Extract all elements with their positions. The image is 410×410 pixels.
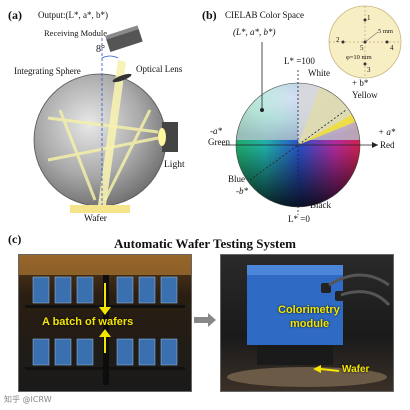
- a-plus-label: + a*: [378, 127, 396, 137]
- lab-coords: (L*, a*, b*): [233, 27, 276, 37]
- inset-point-4: 4: [390, 44, 394, 52]
- inset-phi: φ=10 mm: [346, 54, 372, 61]
- inset-point-5: 5: [360, 44, 364, 52]
- receiving-module-label: Receiving Module: [44, 28, 108, 38]
- panel-a-label: (a): [8, 8, 22, 22]
- angle-label: 8°: [96, 44, 105, 55]
- inset-point-1: 1: [367, 14, 371, 22]
- right-arrow-icon: [194, 313, 216, 327]
- cielab-title: CIELAB Color Space: [225, 10, 304, 20]
- b-plus-label: + b*: [352, 78, 369, 88]
- colorimetry-label-1: Colorimetry: [278, 304, 340, 316]
- integrating-sphere-diagram: [33, 25, 178, 213]
- light-label: Light: [164, 160, 185, 170]
- optical-lens: [112, 73, 132, 83]
- wafer-photo-label: Wafer: [342, 364, 370, 375]
- detection-beam: [98, 60, 126, 205]
- yellow-label: Yellow: [352, 90, 378, 100]
- inset-point-3: 3: [367, 66, 371, 74]
- inset-point-2: 2: [336, 36, 340, 44]
- batch-of-wafers-label: A batch of wafers: [42, 316, 134, 328]
- panel-b-label: (b): [202, 8, 217, 22]
- integrating-sphere-label: Integrating Sphere: [14, 66, 81, 76]
- l0-label: L* =0: [288, 214, 310, 224]
- output-label: Output:(L*, a*, b*): [38, 10, 108, 20]
- a-minus-label: -a*: [210, 126, 222, 136]
- panel-c-label: (c): [8, 232, 22, 246]
- red-label: Red: [380, 140, 395, 150]
- green-label: Green: [208, 137, 230, 147]
- wafer-rack-illustration: [19, 255, 191, 385]
- white-label: White: [308, 68, 330, 78]
- blue-label: Blue: [228, 174, 245, 184]
- panel-c-title: Automatic Wafer Testing System: [114, 236, 296, 251]
- colorimetry-illustration: [227, 265, 391, 387]
- black-label: Black: [310, 200, 331, 210]
- optical-lens-label: Optical Lens: [136, 64, 183, 74]
- cielab-sphere-diagram: [222, 5, 402, 215]
- watermark: 知乎 @ICRW: [4, 395, 52, 404]
- colorimetry-label-2: module: [290, 318, 330, 330]
- b-minus-label: -b*: [236, 186, 248, 196]
- inset-5mm: 5 mm: [378, 28, 393, 35]
- wafer-plate: [70, 205, 130, 213]
- receiving-module: [105, 25, 143, 53]
- wafer-label: Wafer: [84, 214, 107, 224]
- colorimetry-module-photo: [220, 254, 394, 392]
- wafer-rack-photo: [18, 254, 192, 392]
- light-source: [162, 122, 178, 152]
- light-rays: [47, 109, 159, 201]
- l100-label: L* =100: [284, 56, 315, 66]
